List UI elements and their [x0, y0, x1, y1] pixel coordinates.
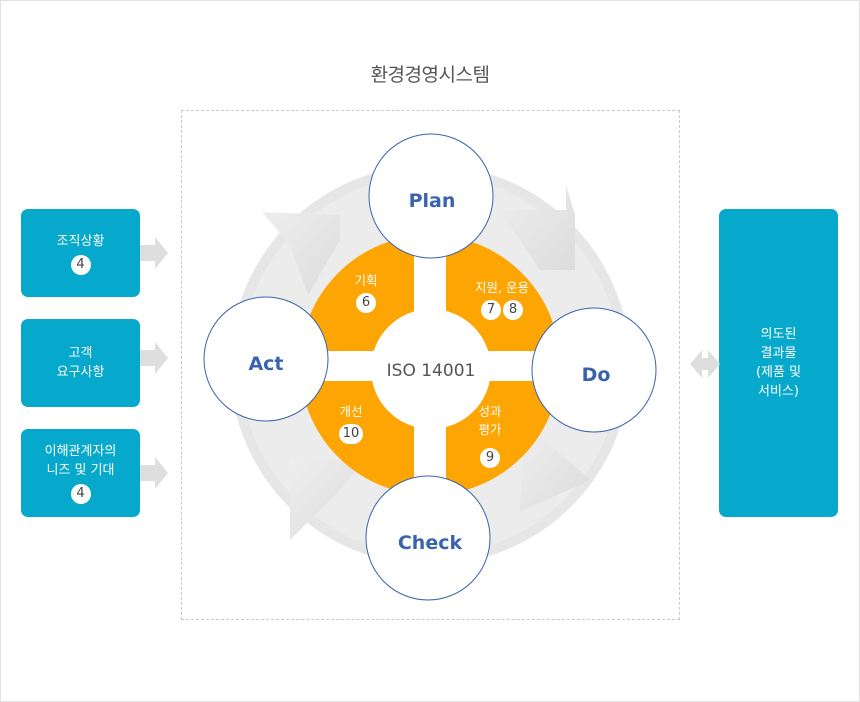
- input-label: 요구사항: [56, 365, 105, 380]
- clause-badge: 6: [356, 293, 376, 313]
- cycle-arrow-top-left: [262, 212, 340, 295]
- input-label: 이해관계자의: [44, 444, 117, 459]
- input-label: 니즈 및 기대: [46, 463, 115, 478]
- segment-improvement: 개선 10: [326, 403, 376, 444]
- segment-label: 평가: [478, 422, 502, 437]
- center-label: ISO 14001: [387, 361, 476, 381]
- output-label: (제품 및: [755, 365, 802, 380]
- cycle-arrow-bottom-left: [290, 460, 365, 540]
- segment-label: 기획: [354, 273, 378, 288]
- segment-evaluation-badge: 9: [475, 445, 505, 468]
- phase-plan-circle: [368, 133, 494, 259]
- output-label: 서비스): [758, 384, 799, 399]
- phase-check-circle: [365, 475, 491, 601]
- diagram-title: 환경경영시스템: [370, 64, 490, 86]
- segment-label: 지원, 운용: [475, 280, 529, 295]
- phase-act-circle: [203, 296, 329, 422]
- cycle-arrow-bottom-right: [520, 430, 590, 512]
- output-label: 결과물: [760, 346, 797, 361]
- center-circle: [371, 309, 491, 429]
- clause-badge: 7: [481, 300, 501, 320]
- phase-act-label: Act: [248, 353, 283, 375]
- clause-badge: 9: [480, 448, 500, 468]
- system-boundary: [181, 110, 680, 620]
- clause-badge: 4: [70, 484, 91, 504]
- input-label: 조직상황: [56, 233, 105, 249]
- output-label: 의도된: [760, 327, 797, 342]
- input-arrow-1: [140, 237, 168, 269]
- clause-badge: 8: [503, 300, 523, 320]
- phase-check-label: Check: [398, 532, 463, 554]
- input-box-organization-context: 조직상황 4: [21, 209, 140, 297]
- bidirectional-arrow: [690, 350, 720, 378]
- clause-badge: 4: [70, 254, 91, 275]
- cycle-arrow-top-right: [500, 185, 575, 270]
- input-box-stakeholder-needs: 이해관계자의 니즈 및 기대 4: [21, 429, 140, 517]
- segment-label: 성과: [478, 404, 502, 419]
- input-label: 고객: [68, 346, 93, 361]
- segment-planning: 기획 6: [336, 272, 396, 313]
- phase-plan-label: Plan: [409, 190, 456, 212]
- phase-do-label: Do: [582, 364, 611, 386]
- input-arrow-3: [140, 457, 168, 489]
- input-arrow-2: [140, 342, 168, 374]
- phase-do-circle: [531, 307, 657, 433]
- input-box-customer-requirements: 고객 요구사항: [21, 319, 140, 407]
- clause-badge: 10: [339, 424, 363, 444]
- output-box-intended-results: 의도된 결과물 (제품 및 서비스): [719, 209, 838, 517]
- segment-label: 개선: [339, 404, 363, 419]
- segment-performance-evaluation: 성과 평가: [465, 403, 515, 439]
